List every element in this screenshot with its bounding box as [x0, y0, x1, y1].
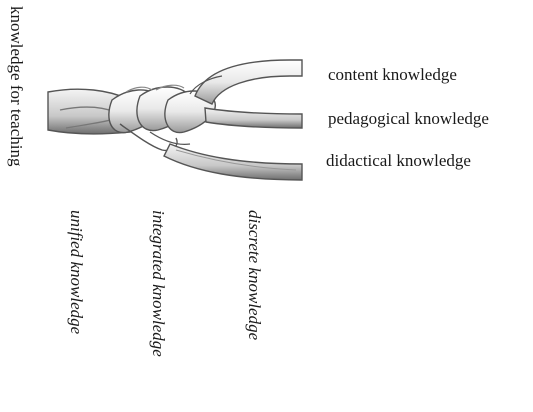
strand-label-didactical: didactical knowledge — [326, 151, 471, 170]
discrete-strands — [163, 59, 303, 181]
side-label: knowledge for teaching — [7, 6, 26, 167]
strand-label-content: content knowledge — [328, 65, 457, 84]
stage-label-discrete: discrete knowledge — [245, 210, 264, 341]
stage-label-integrated: integrated knowledge — [149, 210, 168, 357]
stage-label-unified: unified knowledge — [67, 210, 86, 335]
integrated-braid — [108, 84, 216, 152]
strand-label-pedagogical: pedagogical knowledge — [328, 109, 489, 128]
